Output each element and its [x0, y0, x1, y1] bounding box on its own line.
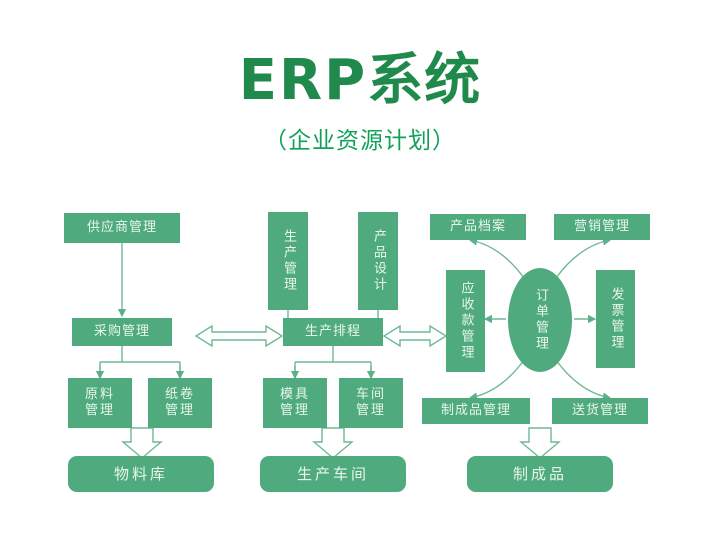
title-block: ERP系统 （企业资源计划） [0, 51, 720, 155]
node-marketing-label: 营销管理 [573, 219, 630, 235]
node-workshop-line2: 管理 [355, 403, 386, 418]
node-paper-roll[interactable]: 纸卷 管理 [148, 378, 212, 428]
node-invoice-label: 发票管理 [608, 287, 624, 351]
node-production-schedule-label: 生产排程 [304, 324, 361, 340]
page-title-latin: ERP [238, 48, 368, 113]
node-raw-material-line1: 原料 [84, 387, 115, 403]
page-title: ERP系统 [0, 51, 720, 111]
node-purchasing-label: 采购管理 [93, 324, 150, 340]
node-mold-line1: 模具 [279, 387, 310, 403]
node-raw-material[interactable]: 原料 管理 [68, 378, 132, 428]
edge-to-finished-products-block-arrow [519, 427, 561, 459]
node-finished-goods-mgmt-label: 制成品管理 [440, 403, 511, 419]
node-raw-material-line2: 管理 [84, 403, 115, 418]
node-receivable-label: 应收款管理 [458, 281, 474, 361]
node-production-workshop-label: 生产车间 [296, 464, 369, 483]
node-production-mgmt[interactable]: 生产管理 [268, 212, 308, 310]
node-material-warehouse-label: 物料库 [113, 464, 168, 483]
node-production-schedule[interactable]: 生产排程 [283, 318, 383, 346]
node-paper-roll-line2: 管理 [164, 403, 195, 418]
node-workshop[interactable]: 车间 管理 [339, 378, 403, 428]
node-product-design[interactable]: 产品设计 [358, 212, 398, 310]
node-production-mgmt-label: 生产管理 [280, 229, 296, 293]
edge-schedule-receivable-double-arrow [382, 324, 448, 348]
page-title-cjk: 系统 [367, 48, 482, 113]
node-purchasing[interactable]: 采购管理 [72, 318, 172, 346]
edge-schedule-fork [294, 346, 372, 378]
page-subtitle: （企业资源计划） [264, 127, 456, 154]
node-material-warehouse[interactable]: 物料库 [68, 456, 214, 492]
node-paper-roll-line1: 纸卷 [164, 387, 195, 403]
node-order-mgmt[interactable]: 订单管理 [508, 268, 572, 372]
node-marketing[interactable]: 营销管理 [554, 214, 650, 240]
node-supplier[interactable]: 供应商管理 [64, 213, 180, 243]
edge-to-production-workshop-block-arrow [312, 427, 354, 459]
node-finished-goods-mgmt[interactable]: 制成品管理 [422, 398, 530, 424]
node-product-archive[interactable]: 产品档案 [430, 214, 526, 240]
edge-to-material-warehouse-block-arrow [121, 427, 163, 459]
node-order-mgmt-label: 订单管理 [532, 288, 548, 352]
node-product-design-label: 产品设计 [370, 229, 386, 293]
node-delivery-label: 送货管理 [571, 403, 628, 419]
node-finished-products-label: 制成品 [512, 464, 567, 483]
node-product-archive-label: 产品档案 [449, 219, 506, 235]
node-workshop-line1: 车间 [355, 387, 386, 403]
node-mold-line2: 管理 [279, 403, 310, 418]
node-mold[interactable]: 模具 管理 [263, 378, 327, 428]
node-receivable[interactable]: 应收款管理 [446, 270, 485, 372]
node-production-workshop[interactable]: 生产车间 [260, 456, 406, 492]
edge-purchasing-schedule-double-arrow [194, 324, 284, 348]
edge-purchasing-fork [99, 346, 181, 378]
node-delivery[interactable]: 送货管理 [552, 398, 648, 424]
node-finished-products[interactable]: 制成品 [467, 456, 613, 492]
node-supplier-label: 供应商管理 [86, 220, 157, 236]
node-invoice[interactable]: 发票管理 [596, 270, 635, 368]
